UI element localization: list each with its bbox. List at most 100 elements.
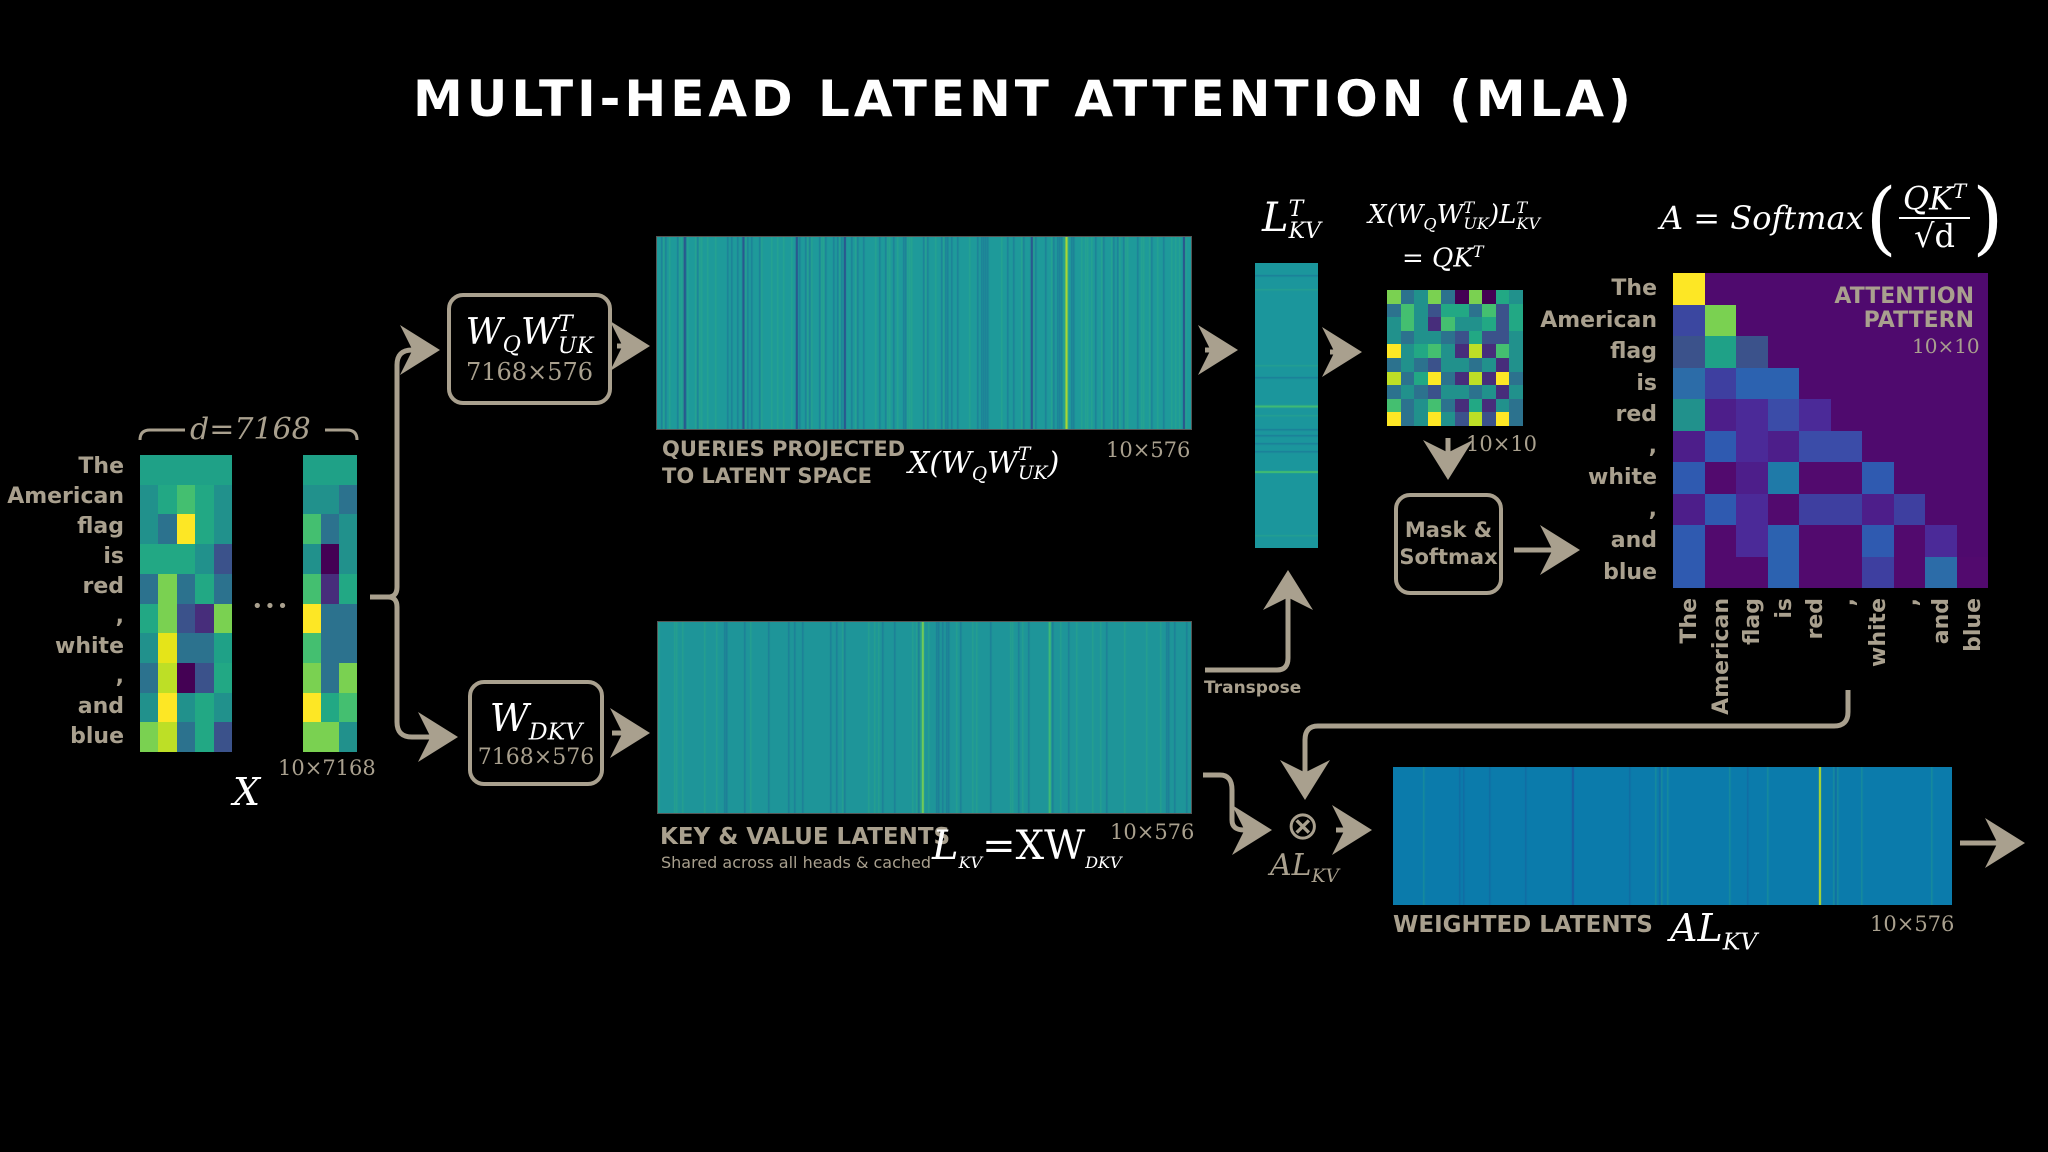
input-cell [195, 722, 214, 752]
qk-cell [1387, 330, 1401, 345]
input-cell [339, 455, 357, 485]
attention-cell [1704, 525, 1736, 557]
input-matrix-right [303, 455, 357, 752]
input-cell [158, 514, 177, 545]
attention-cell [1704, 273, 1736, 305]
qk-cell [1495, 344, 1510, 358]
input-cell [213, 692, 232, 723]
qk-cell [1495, 398, 1510, 413]
attention-cell [1736, 304, 1768, 336]
attention-cell [1799, 493, 1831, 525]
attention-cell [1673, 304, 1705, 336]
qk-cell [1509, 330, 1523, 345]
attention-cell [1736, 399, 1768, 431]
qk-cell [1468, 330, 1483, 345]
qk-cell [1400, 330, 1415, 345]
input-cell [158, 573, 177, 604]
attention-cell [1799, 399, 1831, 431]
qk-cell [1387, 398, 1401, 413]
input-cell [195, 544, 214, 574]
input-cell [303, 722, 321, 752]
input-cell [213, 514, 232, 545]
attention-row-label: flag [1610, 339, 1657, 364]
attention-cell [1704, 304, 1736, 336]
qk-cell [1427, 317, 1442, 331]
attention-cell [1925, 430, 1957, 462]
attention-row-label: red [1615, 402, 1657, 427]
arrow-kv-to-multiply [1203, 772, 1272, 855]
input-cell [195, 484, 214, 515]
qk-cell [1441, 330, 1455, 345]
arrow-transpose [1205, 570, 1313, 673]
qk-cell [1387, 385, 1401, 399]
input-token-label: and [77, 694, 124, 719]
attention-cell [1925, 399, 1957, 431]
kv-label: KEY & VALUE LATENTS [660, 824, 951, 850]
attention-cell [1736, 430, 1768, 462]
qk-cell [1455, 317, 1469, 331]
attention-cell [1893, 430, 1925, 462]
input-cell [303, 573, 321, 604]
multiply-icon: ⊗ [1286, 803, 1320, 849]
qk-cell [1509, 412, 1523, 426]
input-cell [303, 514, 321, 545]
wdkv-formula: WDKV [489, 695, 583, 746]
qk-cell [1468, 371, 1483, 386]
queries-label: QUERIES PROJECTED TO LATENT SPACE [662, 436, 905, 490]
qk-cell [1468, 398, 1483, 413]
attention-cell [1673, 493, 1705, 525]
input-token-label: American [7, 484, 124, 509]
qk-cell [1414, 385, 1428, 399]
attention-shape: 10×10 [1912, 334, 1980, 358]
qk-cell [1400, 358, 1415, 372]
input-token-label: The [78, 454, 124, 479]
qk-cell [1482, 358, 1496, 372]
qk-cell [1387, 303, 1401, 318]
input-cell [339, 514, 357, 545]
qk-cell [1427, 371, 1442, 386]
input-cell [158, 544, 177, 574]
attention-cell [1736, 462, 1768, 494]
input-cell [339, 692, 357, 723]
attention-cell [1673, 525, 1705, 557]
attention-cell [1925, 556, 1957, 588]
qk-cell [1400, 317, 1415, 331]
input-cell [321, 544, 339, 574]
input-cell [321, 722, 339, 752]
qk-cell [1495, 290, 1510, 304]
qk-cell [1427, 398, 1442, 413]
input-cell [303, 484, 321, 515]
input-cell [140, 573, 159, 604]
attention-cell [1830, 525, 1862, 557]
attention-row-label: blue [1603, 559, 1657, 585]
weighted-latents-heatmap [1393, 767, 1952, 905]
input-cell [339, 573, 357, 604]
input-cell [140, 662, 159, 693]
attention-cell [1862, 273, 1894, 305]
attention-cell [1767, 367, 1799, 399]
qk-cell [1455, 371, 1469, 386]
attention-cell [1799, 336, 1831, 368]
attention-row-label: , [1648, 496, 1657, 522]
kv-formula: LKV=XWDKV [932, 823, 1122, 872]
input-cell [339, 603, 357, 634]
input-cell [195, 514, 214, 545]
input-cell [321, 573, 339, 604]
attention-cell [1704, 367, 1736, 399]
qk-cell [1414, 303, 1428, 318]
mask-softmax-line2: Softmax [1399, 545, 1498, 569]
kv-sublabel: Shared across all heads & cached [661, 853, 932, 872]
input-cell [339, 484, 357, 515]
input-token-label: flag [77, 514, 124, 539]
input-cell [303, 603, 321, 634]
attention-cell [1673, 399, 1705, 431]
input-cell [303, 544, 321, 574]
page-title: MULTI-HEAD LATENT ATTENTION (MLA) [413, 70, 1635, 128]
input-token-label: , [115, 664, 124, 689]
qk-cell [1509, 398, 1523, 413]
input-cell [195, 662, 214, 693]
qk-cell [1427, 303, 1442, 318]
